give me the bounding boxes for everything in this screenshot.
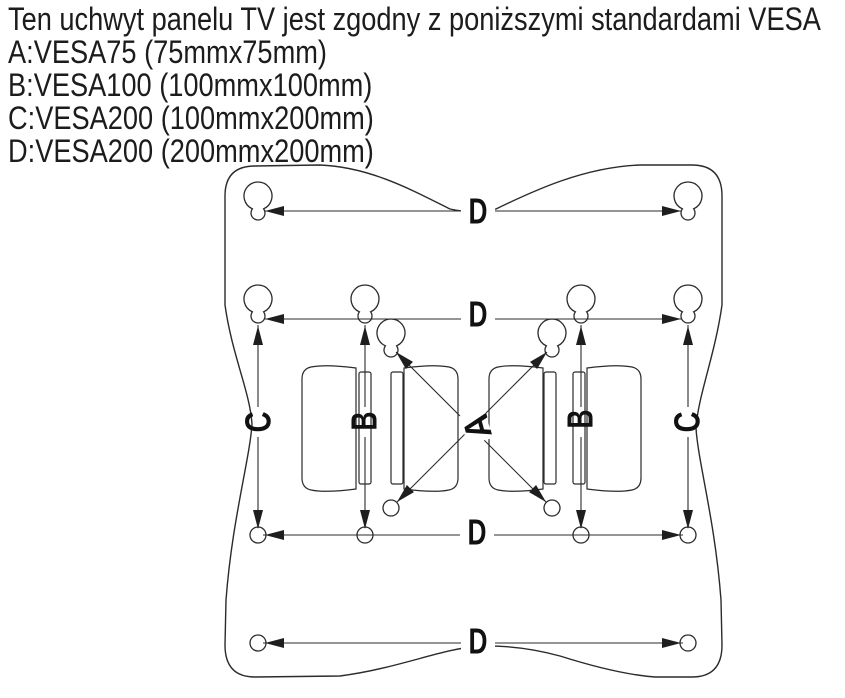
dim-label-d-row3: D [468,512,487,553]
mount-hole [543,499,561,517]
mount-hole [382,499,400,517]
standard-a: A:VESA75 (75mmx75mm) [8,34,327,70]
wing-right-outer [586,365,642,492]
intro-title: Ten uchwyt panelu TV jest zgodny z poniż… [8,1,821,37]
dim-label-d-row2: D [469,294,488,335]
intro-text: Ten uchwyt panelu TV jest zgodny z poniż… [8,3,845,168]
standard-b: B:VESA100 (100mmx100mm) [8,67,373,103]
wing-right-inner-strip [543,371,557,485]
mounting-holes [243,181,703,652]
standard-c: C:VESA200 (100mmx200mm) [8,100,374,136]
wing-left-outer [301,365,357,492]
dim-label-d-row4: D [469,621,488,662]
standard-d: D:VESA200 (200mmx200mm) [8,133,374,169]
wing-left-inner [403,365,459,492]
dim-label-b-left: B [344,412,385,431]
wing-right-outer-strip [572,371,586,485]
dim-label-a-group: A [454,409,500,445]
dim-label-c-right: C [667,412,708,433]
dim-label-d-row1: D [469,191,488,232]
wing-left-inner-strip [390,371,404,485]
dim-label-b-right: B [560,410,601,429]
dimension-labels: D D D D C C B B A [238,191,708,662]
dim-label-c-left: C [238,412,279,433]
